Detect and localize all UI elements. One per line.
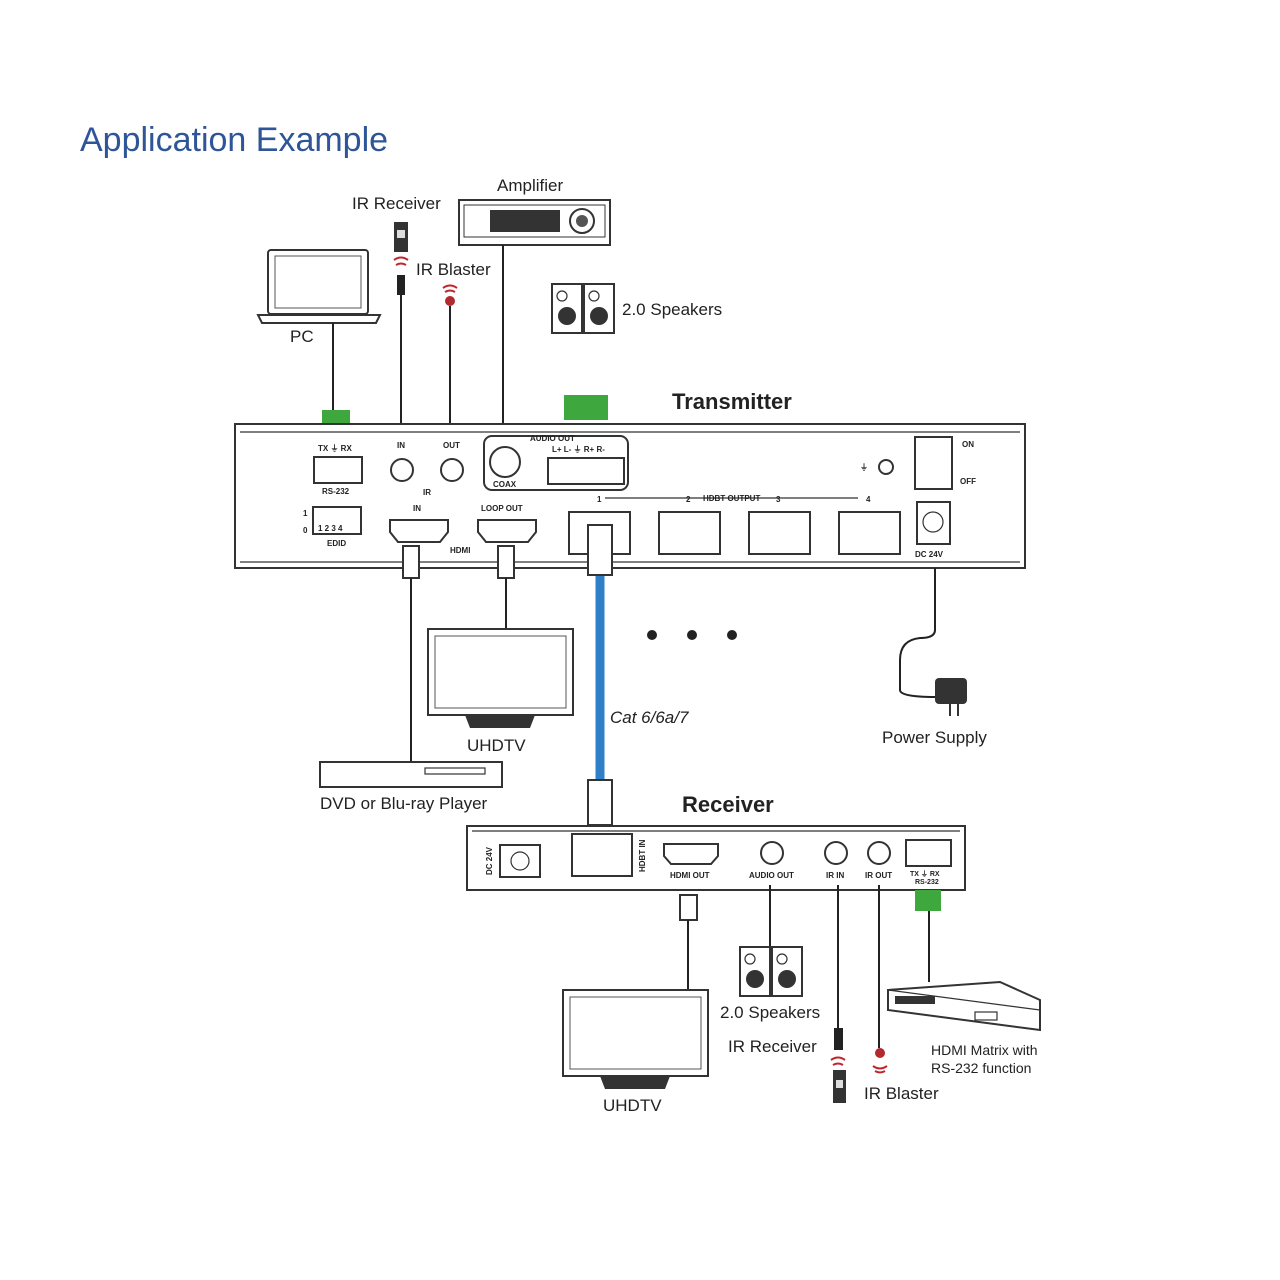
ground-screw (878, 459, 894, 475)
coax-jack (489, 446, 521, 478)
rx-audio-jack (760, 841, 784, 865)
rx-ir-blaster-label: IR Blaster (864, 1084, 939, 1103)
rx-rs232-label: RS-232 (915, 879, 939, 886)
rx-speakers-icon (739, 946, 803, 997)
audio-terminal-icon (564, 395, 608, 420)
hdbt-output-label: HDBT OUTPUT (703, 494, 760, 503)
rs232-pins-label: TX ⏚ RX (318, 444, 352, 453)
edid-1-label: 1 (303, 509, 308, 518)
rx-hdmi-out-label: HDMI OUT (670, 871, 710, 880)
hdmi-in-label: IN (413, 504, 421, 513)
amplifier-label: Amplifier (497, 176, 563, 195)
rx-uhdtv-icon (562, 989, 709, 1089)
speakers-icon (551, 283, 615, 334)
uhdtv-icon (427, 628, 574, 728)
on-label: ON (962, 440, 974, 449)
audio-out-label: AUDIO OUT (530, 434, 575, 443)
rx-ir-in-jack (824, 841, 848, 865)
off-label: OFF (960, 477, 976, 486)
loop-out-label: LOOP OUT (481, 504, 523, 513)
rx-rs232-pins-label: TX ⏚ RX (910, 870, 940, 878)
power-adapter-icon (935, 678, 967, 716)
coax-label: COAX (493, 480, 517, 489)
rx-dc-label: DC 24V (485, 846, 494, 875)
port-2-label: 2 (686, 495, 691, 504)
ir-label: IR (423, 488, 431, 497)
transmitter-label: Transmitter (672, 389, 792, 414)
dc-label: DC 24V (915, 550, 944, 559)
rx-rs232-port (905, 839, 952, 867)
rx-speakers-label: 2.0 Speakers (720, 1003, 820, 1022)
rx-ir-out-jack (867, 841, 891, 865)
ir-blaster-icon (442, 284, 458, 306)
power-cable (899, 568, 936, 698)
audio-pins-label: L+ L- ⏚ R+ R- (552, 445, 605, 454)
rx-rs232-terminal-icon (915, 890, 941, 911)
rx-ir-out-label: IR OUT (865, 871, 892, 880)
hdmi-matrix-icon (887, 980, 1041, 1032)
speakers-label: 2.0 Speakers (622, 300, 722, 319)
ir-out-label: OUT (443, 441, 460, 450)
rx-ir-receiver-label: IR Receiver (728, 1037, 817, 1056)
rx-ir-receiver-icon (830, 1028, 846, 1103)
audio-terminal-port (547, 457, 625, 485)
rx-dc-jack (499, 844, 541, 878)
rx-ir-blaster-icon (872, 1048, 888, 1074)
rs232-port (313, 456, 363, 484)
hdmi-label: HDMI (450, 546, 470, 555)
ir-blaster-label: IR Blaster (416, 260, 491, 279)
rs232-label: RS-232 (322, 487, 350, 496)
dvd-player-icon (319, 761, 503, 788)
ground-label: ⏚ (860, 463, 868, 472)
amplifier-icon (458, 199, 611, 246)
pc-laptop-icon (256, 249, 382, 324)
ir-out-jack (440, 458, 464, 482)
uhdtv-label: UHDTV (467, 736, 526, 755)
hdmi-matrix-label-1: HDMI Matrix with (931, 1042, 1038, 1058)
rx-audio-out-label: AUDIO OUT (749, 871, 794, 880)
receiver-label: Receiver (682, 792, 774, 817)
port-3-label: 3 (776, 495, 781, 504)
edid-dip-switch[interactable] (312, 506, 362, 535)
ir-receiver-label: IR Receiver (352, 194, 441, 213)
rx-hdmi-out-port (663, 843, 719, 865)
hdmi-loop-out-port (477, 519, 537, 543)
rx-ir-in-label: IR IN (826, 871, 844, 880)
edid-0-label: 0 (303, 526, 308, 535)
port-4-label: 4 (866, 495, 871, 504)
edid-label: EDID (327, 539, 346, 548)
power-switch[interactable] (914, 436, 953, 490)
port-1-label: 1 (597, 495, 602, 504)
rx-hdbt-port (571, 833, 633, 877)
rx-uhdtv-label: UHDTV (603, 1096, 662, 1115)
dvd-label: DVD or Blu-ray Player (320, 794, 488, 813)
page-title: Application Example (80, 121, 388, 159)
power-supply-label: Power Supply (882, 728, 987, 747)
edid-switch-numbers: 1 2 3 4 (318, 524, 343, 533)
hdmi-in-port (389, 519, 449, 543)
pc-label: PC (290, 327, 314, 346)
hdmi-matrix-label-2: RS-232 function (931, 1060, 1031, 1076)
ir-receiver-icon (393, 222, 409, 295)
more-receivers-dots (647, 630, 737, 640)
cable-label: Cat 6/6a/7 (610, 708, 689, 727)
ir-in-label: IN (397, 441, 405, 450)
dc-jack (916, 501, 951, 545)
rx-hdbt-in-label: HDBT IN (638, 839, 647, 872)
ir-in-jack (390, 458, 414, 482)
